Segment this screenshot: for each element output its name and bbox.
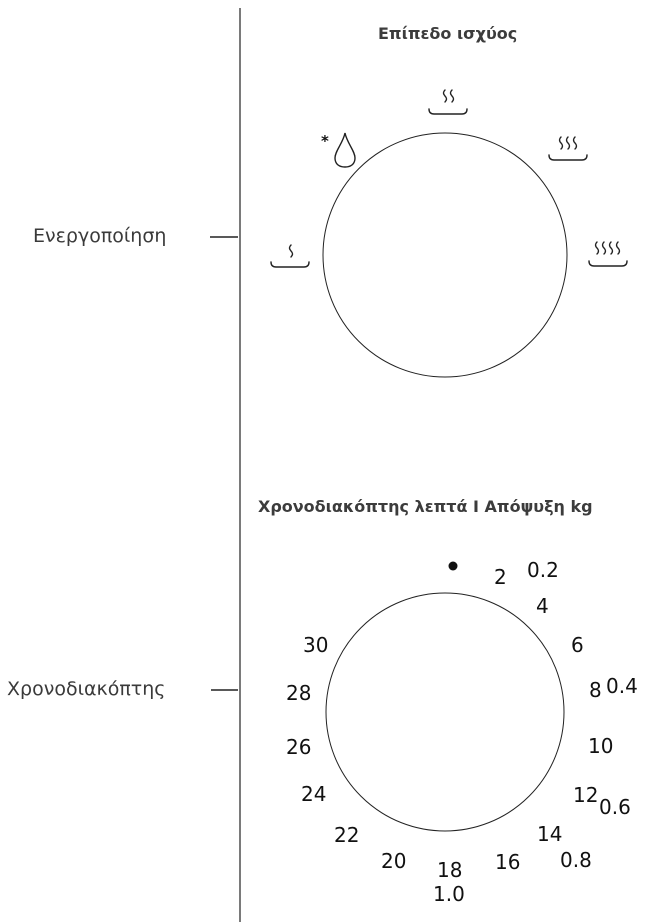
medium-low-power-icon — [428, 89, 468, 115]
power-callout-label: Ενεργοποίηση — [33, 225, 167, 247]
timer-callout-label: Χρονοδιακόπτης — [7, 678, 166, 700]
minute-label-16: 16 — [495, 850, 521, 874]
minute-label-8: 8 — [589, 678, 602, 702]
defrost-label-0.6: 0.6 — [599, 795, 631, 819]
defrost-label-0.2: 0.2 — [527, 558, 559, 582]
minute-label-26: 26 — [286, 735, 312, 759]
minute-label-18: 18 — [437, 858, 463, 882]
minute-label-30: 30 — [303, 633, 329, 657]
high-power-icon — [588, 241, 628, 267]
low-power-icon — [270, 244, 310, 268]
defrost-icon: * — [321, 132, 356, 168]
defrost-label-0.8: 0.8 — [560, 848, 592, 872]
defrost-label-0.4: 0.4 — [606, 674, 638, 698]
power-dial[interactable] — [322, 132, 568, 378]
minute-label-12: 12 — [573, 783, 599, 807]
minute-label-4: 4 — [536, 594, 549, 618]
minute-label-24: 24 — [301, 782, 327, 806]
timer-dial-title: Χρονοδιακόπτης λεπτά I Απόψυξη kg — [258, 497, 593, 516]
medium-high-power-icon — [548, 136, 588, 161]
minute-label-28: 28 — [286, 681, 312, 705]
minute-label-22: 22 — [334, 823, 360, 847]
svg-text:*: * — [321, 132, 329, 150]
timer-dial[interactable] — [325, 592, 565, 832]
minute-label-20: 20 — [381, 849, 407, 873]
minute-label-2: 2 — [494, 565, 507, 589]
power-dial-title: Επίπεδο ισχύος — [378, 24, 518, 43]
minute-label-6: 6 — [571, 633, 584, 657]
minute-label-14: 14 — [537, 822, 563, 846]
timer-zero-dot — [448, 561, 458, 571]
minute-label-10: 10 — [588, 734, 614, 758]
defrost-label-1.0: 1.0 — [433, 882, 465, 906]
